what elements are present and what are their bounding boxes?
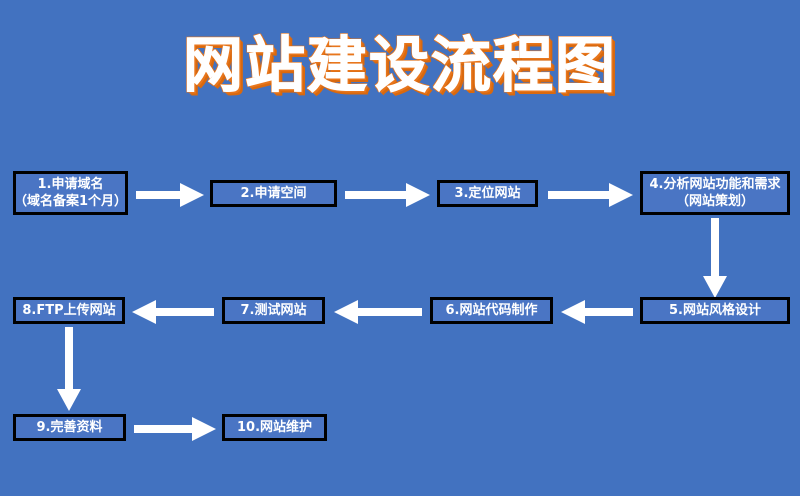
flow-node-9-line1: 9.完善资料 xyxy=(36,420,103,435)
flow-node-1-line1: 1.申请域名 xyxy=(37,177,104,192)
flow-node-1[interactable]: 1.申请域名 （域名备案1个月） xyxy=(13,171,128,215)
flow-node-8[interactable]: 8.FTP上传网站 xyxy=(13,297,125,324)
flow-node-4-line2: （网站策划） xyxy=(675,194,754,209)
flow-node-1-line2: （域名备案1个月） xyxy=(13,194,128,209)
page-title: 网站建设流程图 xyxy=(183,31,617,102)
flow-node-3[interactable]: 3.定位网站 xyxy=(437,180,538,207)
arrow-3-to-4 xyxy=(548,182,633,208)
flow-node-8-line1: 8.FTP上传网站 xyxy=(22,303,116,318)
flow-node-7-line1: 7.测试网站 xyxy=(240,303,307,318)
flow-node-6[interactable]: 6.网站代码制作 xyxy=(430,297,553,324)
arrow-1-to-2 xyxy=(136,182,204,208)
arrow-9-to-10 xyxy=(134,416,216,442)
arrow-4-to-5 xyxy=(702,218,728,298)
flow-node-3-line1: 3.定位网站 xyxy=(454,186,521,201)
arrow-8-to-9 xyxy=(56,327,82,411)
arrow-2-to-3 xyxy=(345,182,430,208)
flow-node-10[interactable]: 10.网站维护 xyxy=(222,414,327,441)
flow-node-2-line1: 2.申请空间 xyxy=(240,186,307,201)
flow-node-4-line1: 4.分析网站功能和需求 xyxy=(649,177,781,192)
flow-node-10-line1: 10.网站维护 xyxy=(236,420,313,435)
flow-node-5[interactable]: 5.网站风格设计 xyxy=(640,297,790,324)
flow-node-9[interactable]: 9.完善资料 xyxy=(13,414,126,441)
flow-node-4[interactable]: 4.分析网站功能和需求 （网站策划） xyxy=(640,171,790,215)
flow-node-5-line1: 5.网站风格设计 xyxy=(669,303,761,318)
arrow-5-to-6 xyxy=(561,299,633,325)
flow-node-7[interactable]: 7.测试网站 xyxy=(222,297,325,324)
arrow-7-to-8 xyxy=(132,299,214,325)
arrow-6-to-7 xyxy=(334,299,422,325)
flow-node-6-line1: 6.网站代码制作 xyxy=(445,303,538,318)
flow-node-2[interactable]: 2.申请空间 xyxy=(210,180,337,207)
